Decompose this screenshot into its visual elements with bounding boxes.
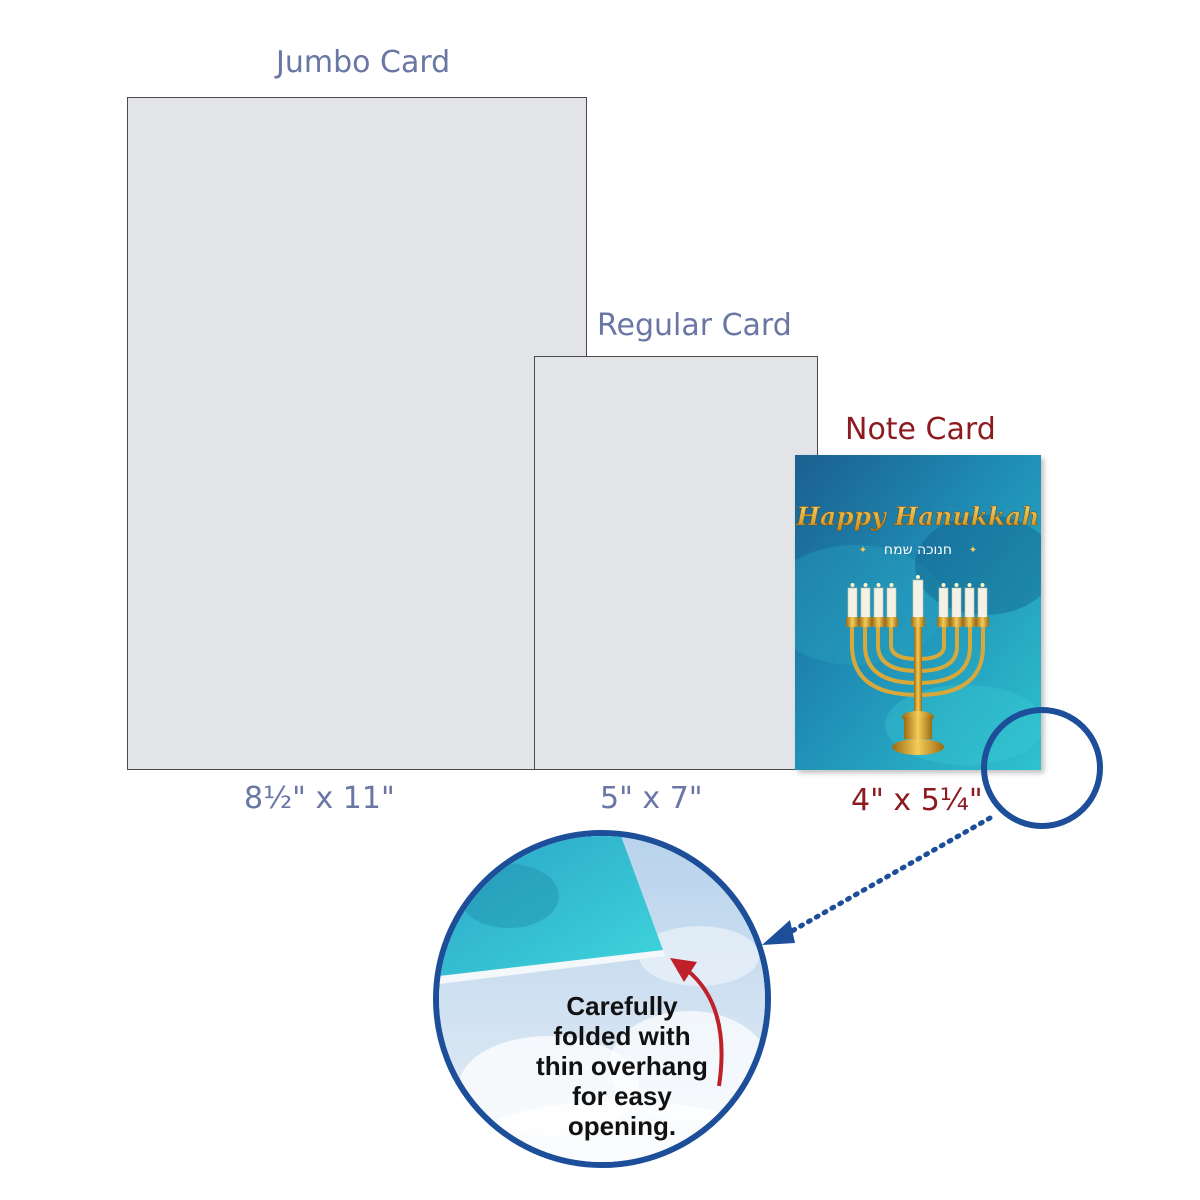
zoom-detail-circle: Carefully folded with thin overhang for … — [433, 830, 771, 1168]
svg-text:✦: ✦ — [859, 545, 867, 556]
callout-line: thin overhang — [536, 1051, 708, 1081]
callout-line: Carefully — [566, 991, 678, 1021]
menorah-icon — [846, 575, 989, 755]
jumbo-card-outline — [127, 97, 587, 770]
regular-card-outline — [534, 356, 818, 770]
note-card-size: 4" x 5¼" — [851, 783, 983, 818]
greeting-text: Happy Hanukkah — [795, 502, 1039, 531]
callout-line: for easy — [572, 1081, 672, 1111]
svg-text:✦: ✦ — [969, 545, 977, 556]
jumbo-card-size: 8½" x 11" — [244, 781, 395, 816]
magnifier-ring-icon — [981, 707, 1103, 829]
hebrew-greeting-text: חנוכה שמח — [884, 542, 952, 558]
jumbo-card-title: Jumbo Card — [276, 45, 451, 80]
callout-line: opening. — [567, 1111, 677, 1141]
regular-card-size: 5" x 7" — [600, 781, 703, 816]
regular-card-title: Regular Card — [597, 308, 792, 343]
callout-line: folded with — [553, 1021, 691, 1051]
curved-arrow-icon — [670, 958, 724, 1087]
callout-text: Carefully folded with thin overhang for … — [439, 991, 765, 1141]
note-card-title: Note Card — [845, 412, 996, 447]
note-card-image: Happy Hanukkah חנוכה שמח ✦ ✦ — [795, 455, 1041, 770]
